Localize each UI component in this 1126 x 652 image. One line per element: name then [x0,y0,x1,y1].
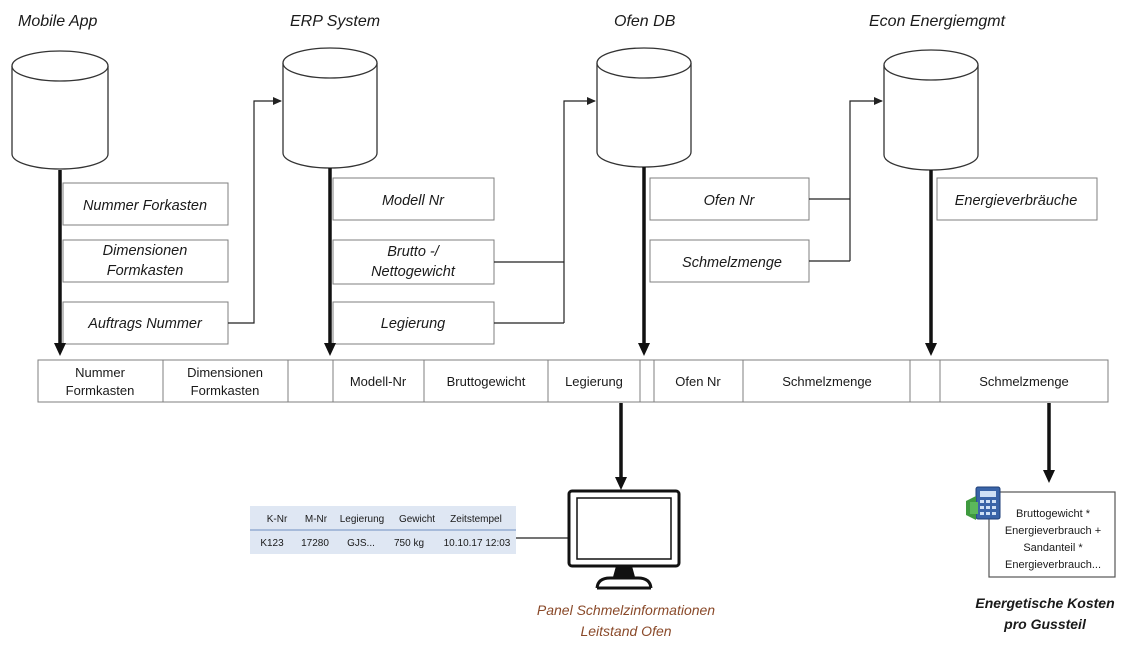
system-title-erp: ERP System [290,13,380,30]
calculator-icon [975,486,1001,520]
table-cell-zeitstempel: 10.10.17 12:03 [444,538,511,549]
table-header-zeitstempel: Zeitstempel [450,514,502,525]
field-box-modell-nr: Modell Nr [332,177,495,221]
connector-ofen-to-econ [849,97,883,261]
table-header-m-nr: M-Nr [305,514,328,525]
system-title-mobile-app: Mobile App [18,13,98,30]
bar-cell-nummer-line1: Nummer [75,365,126,380]
connector-erp-to-ofen [563,97,596,323]
system-title-econ: Econ Energiemgmt [869,13,1006,30]
database-icon-erp [282,47,378,169]
bar-cell-modell-nr: Modell-Nr [350,374,407,389]
field-box-brutto-nettogewicht: Brutto -/ Nettogewicht [332,239,495,285]
panel-table: K-Nr M-Nr Legierung Gewicht Zeitstempel … [250,506,516,554]
field-label-line1: Brutto -/ [387,244,441,260]
table-header-gewicht: Gewicht [399,514,435,525]
calc-line-4: Energieverbrauch... [1005,559,1101,571]
database-icon-mobile-app [11,50,109,170]
cost-caption-line2: pro Gussteil [1003,616,1087,632]
field-box-legierung: Legierung [332,301,495,345]
monitor-icon [567,489,681,590]
bar-cell-bruttogewicht: Bruttogewicht [447,374,526,389]
field-label: Modell Nr [382,193,445,209]
field-label-line2: Formkasten [107,263,184,279]
bar-cell-schmelzmenge: Schmelzmenge [782,374,872,389]
calc-line-1: Bruttogewicht * [1016,508,1091,520]
calc-line-2: Energieverbrauch + [1005,525,1101,537]
connector-auftrags-to-erp [228,97,282,324]
table-cell-m-nr: 17280 [301,538,329,549]
table-cell-legierung: GJS... [347,538,375,549]
field-label: Energieverbräuche [955,193,1078,209]
field-label: Auftrags Nummer [87,316,203,332]
field-box-dimensionen-formkasten: Dimensionen Formkasten [62,239,229,283]
table-header-legierung: Legierung [340,514,384,525]
database-icon-econ [883,49,979,171]
field-label: Schmelzmenge [682,255,782,271]
field-label-line2: Nettogewicht [371,264,456,280]
table-cell-gewicht: 750 kg [394,538,424,549]
field-box-nummer-forkasten: Nummer Forkasten [62,182,229,226]
panel-caption-line2: Leitstand Ofen [580,623,671,639]
system-title-ofen-db: Ofen DB [614,13,676,30]
bar-cell-legierung: Legierung [565,374,623,389]
field-label: Ofen Nr [704,193,756,209]
bar-cell-dimensionen-line2: Formkasten [191,383,260,398]
field-box-ofen-nr: Ofen Nr [649,177,810,221]
bar-cell-dimensionen-line1: Dimensionen [187,365,263,380]
field-label: Nummer Forkasten [83,198,207,214]
bar-cell-schmelzmenge-econ: Schmelzmenge [979,374,1069,389]
database-icon-ofen-db [596,47,692,168]
field-box-energieverbraeuche: Energieverbräuche [936,177,1098,221]
table-header-k-nr: K-Nr [267,514,288,525]
bar-cell-ofen-nr: Ofen Nr [675,374,721,389]
cost-caption-line1: Energetische Kosten [975,595,1114,611]
panel-caption-line1: Panel Schmelzinformationen [537,602,715,618]
field-label-line1: Dimensionen [103,243,188,259]
calculation-box: Bruttogewicht * Energieverbrauch + Sanda… [988,491,1116,578]
field-label: Legierung [381,316,446,332]
spreadsheet-icon [966,496,978,520]
field-box-schmelzmenge: Schmelzmenge [649,239,810,283]
field-box-auftrags-nummer: Auftrags Nummer [62,301,229,345]
bar-cell-nummer-line2: Formkasten [66,383,135,398]
table-cell-k-nr: K123 [260,538,284,549]
data-bar: Nummer Formkasten Dimensionen Formkasten… [37,359,1109,403]
calc-line-3: Sandanteil * [1023,542,1083,554]
